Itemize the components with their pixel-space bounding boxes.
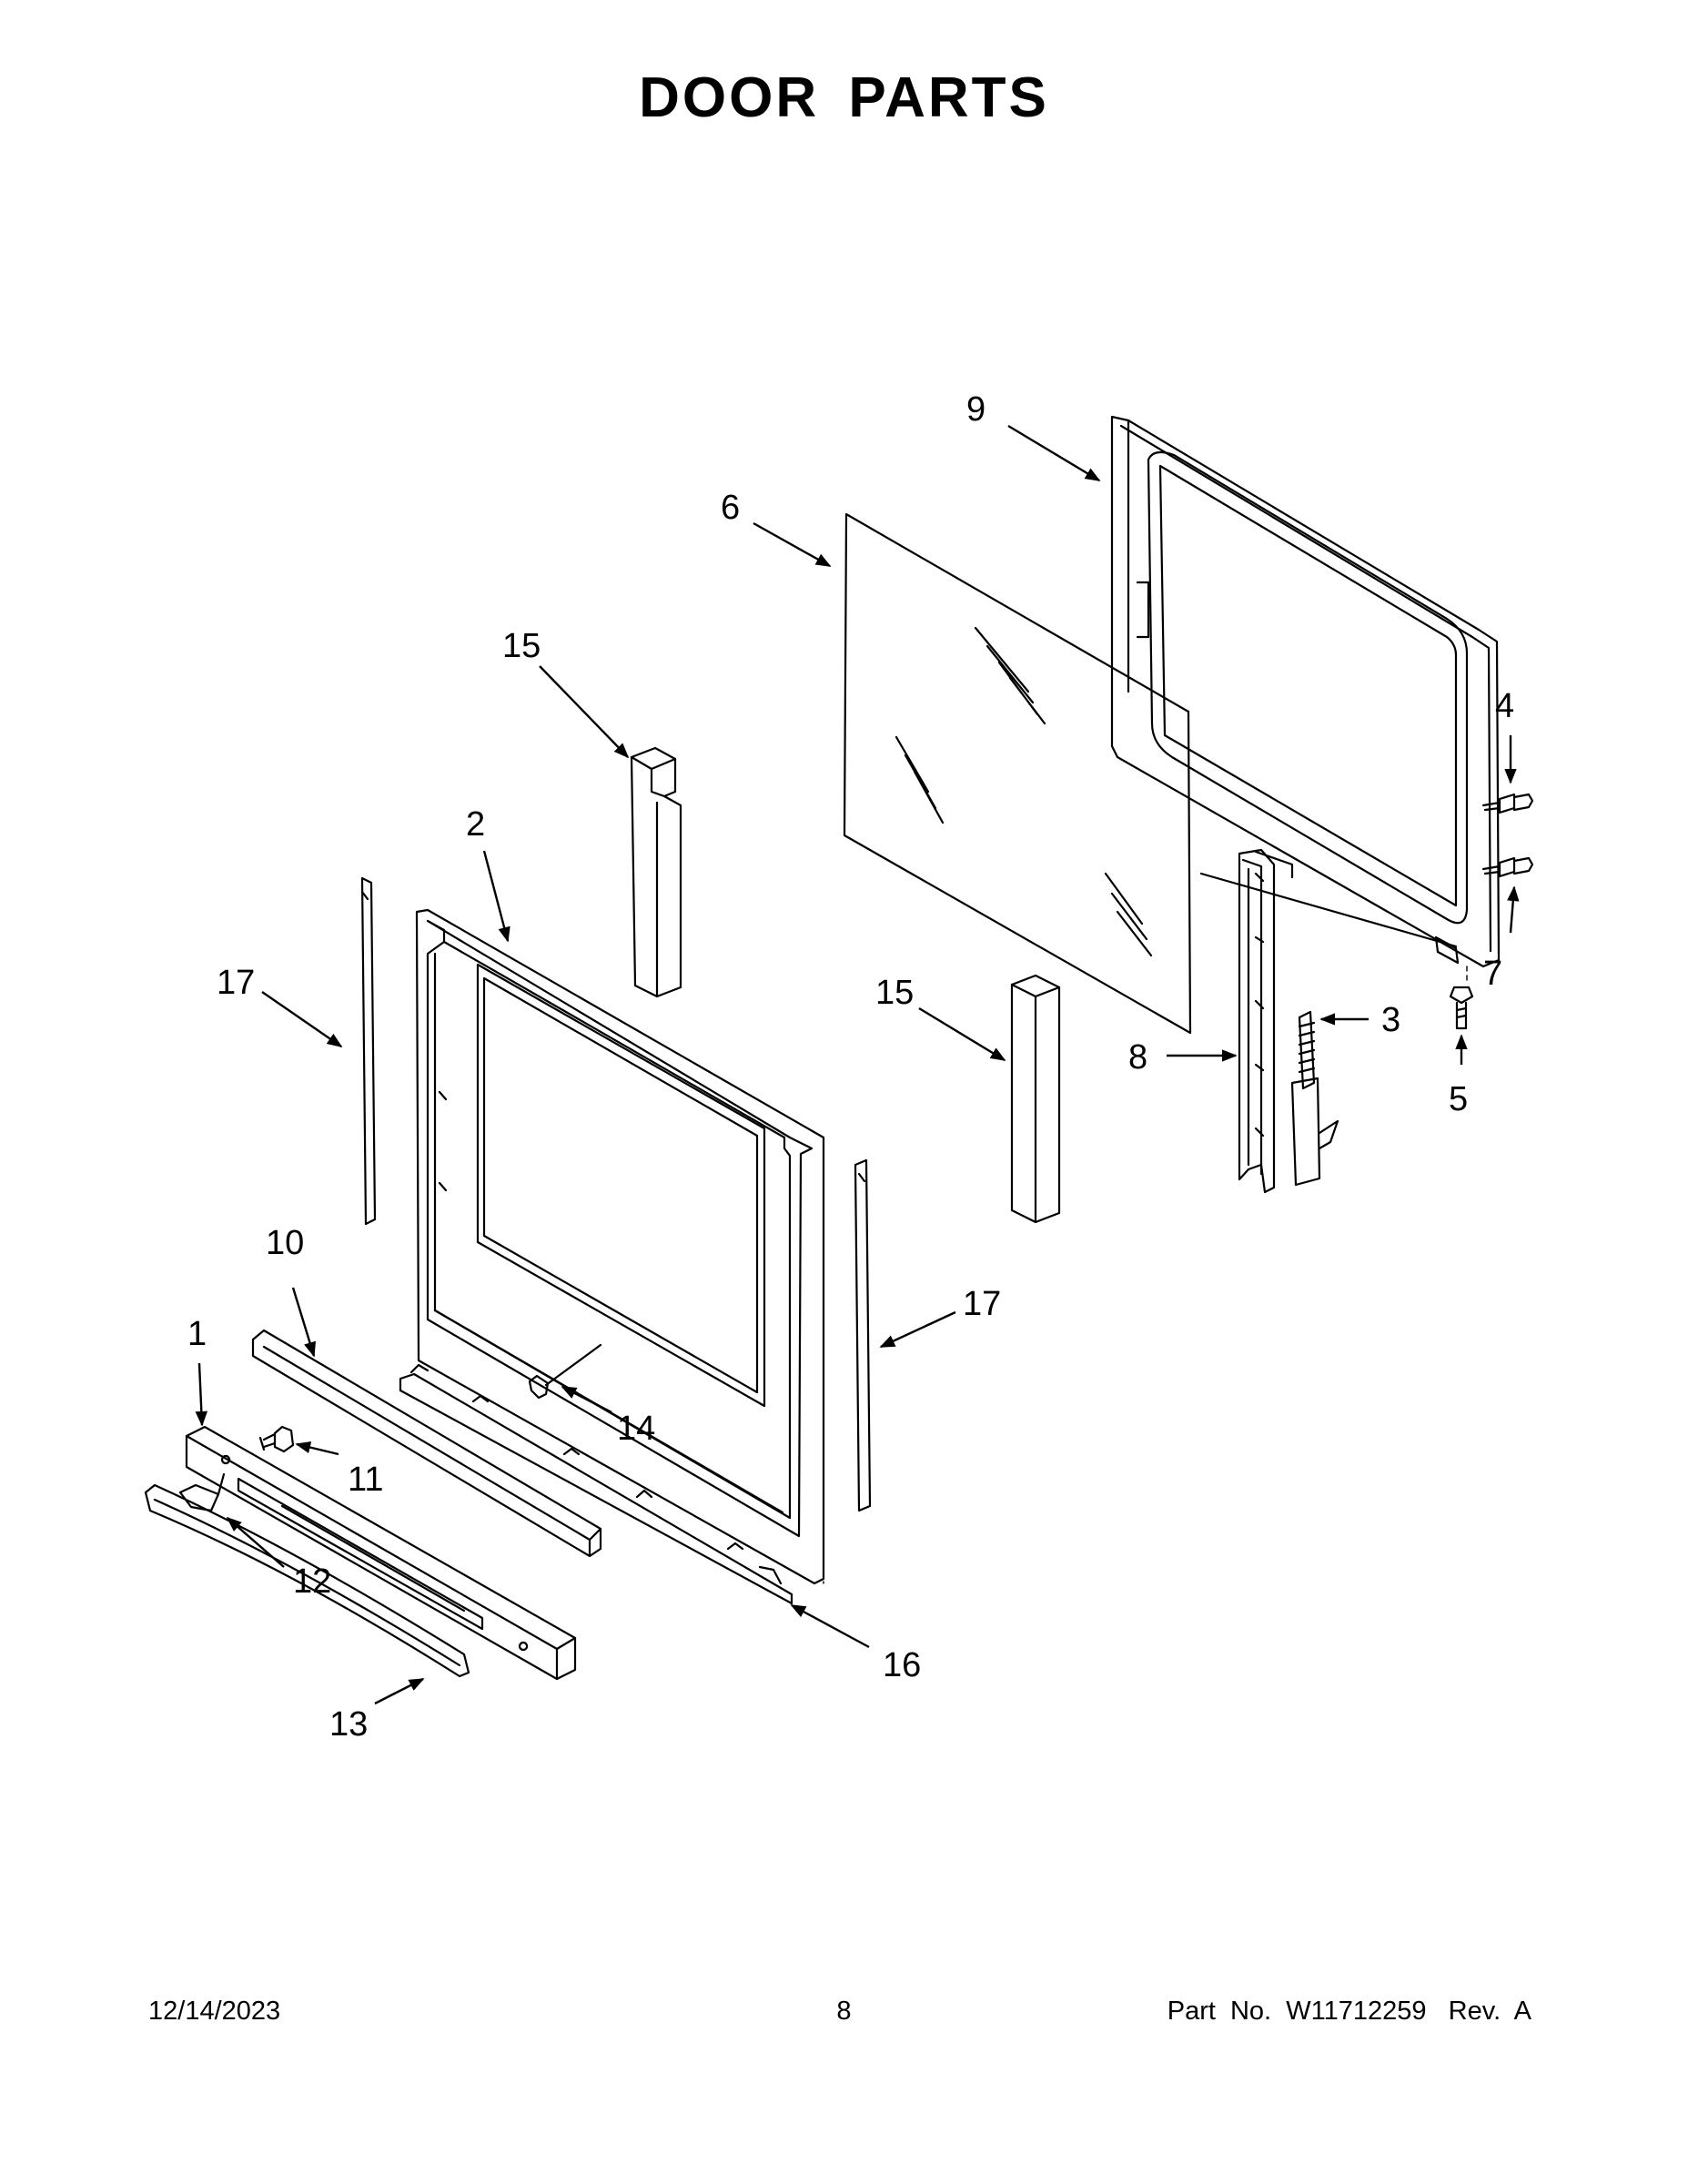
door-trim-bar-part [251, 1329, 602, 1558]
handle-bracket-part [185, 1425, 577, 1681]
screw-7-part [1481, 856, 1534, 878]
callout-6: 6 [721, 489, 740, 527]
handle-end-cap-part [178, 1472, 226, 1512]
part-number: W11712259 [1286, 1997, 1427, 2026]
callout-13: 13 [329, 1705, 368, 1744]
callout-15-lower: 15 [875, 974, 914, 1012]
footer-part-number: Part No. W11712259 Rev. A [1167, 1997, 1531, 2027]
outer-door-panel-part [415, 908, 825, 1585]
callout-9: 9 [966, 390, 986, 429]
callout-11: 11 [348, 1461, 383, 1499]
callout-2: 2 [466, 805, 485, 844]
callout-3: 3 [1381, 1001, 1400, 1039]
part-label: Part No. [1167, 1997, 1272, 2026]
footer-date: 12/14/2023 [148, 1997, 281, 2026]
side-trim-left-part [360, 876, 377, 1226]
callout-15-upper: 15 [502, 627, 541, 665]
callout-5: 5 [1449, 1080, 1468, 1118]
bottom-channel-part [399, 1363, 793, 1605]
callout-1: 1 [187, 1315, 207, 1353]
insulation-channel-lower-part [1010, 974, 1061, 1224]
callout-12: 12 [293, 1562, 331, 1601]
callout-16: 16 [883, 1646, 921, 1684]
hinge-channel-part [1238, 848, 1276, 1194]
insulation-channel-upper-part [630, 746, 682, 998]
callout-17-left: 17 [217, 964, 255, 1002]
callout-7: 7 [1483, 955, 1502, 993]
page-title: DOOR PARTS [639, 66, 1049, 129]
screw-5-part [1449, 986, 1474, 1030]
inner-door-frame-part [1110, 415, 1501, 968]
callout-10: 10 [266, 1224, 304, 1262]
callout-17-right: 17 [963, 1285, 1001, 1323]
handle-bolt-part [258, 1425, 295, 1453]
side-trim-right-part [854, 1158, 872, 1512]
screw-4-part [1481, 793, 1534, 814]
door-glass-part [843, 512, 1192, 1035]
callout-14: 14 [617, 1410, 655, 1448]
rev-value: A [1513, 1997, 1531, 2026]
rev-label: Rev. [1448, 1997, 1501, 2026]
callout-4: 4 [1495, 687, 1514, 725]
footer-page-number: 8 [836, 1997, 852, 2026]
hinge-part [1290, 1010, 1339, 1187]
callout-8: 8 [1128, 1038, 1147, 1077]
door-clip-part [528, 1343, 602, 1400]
